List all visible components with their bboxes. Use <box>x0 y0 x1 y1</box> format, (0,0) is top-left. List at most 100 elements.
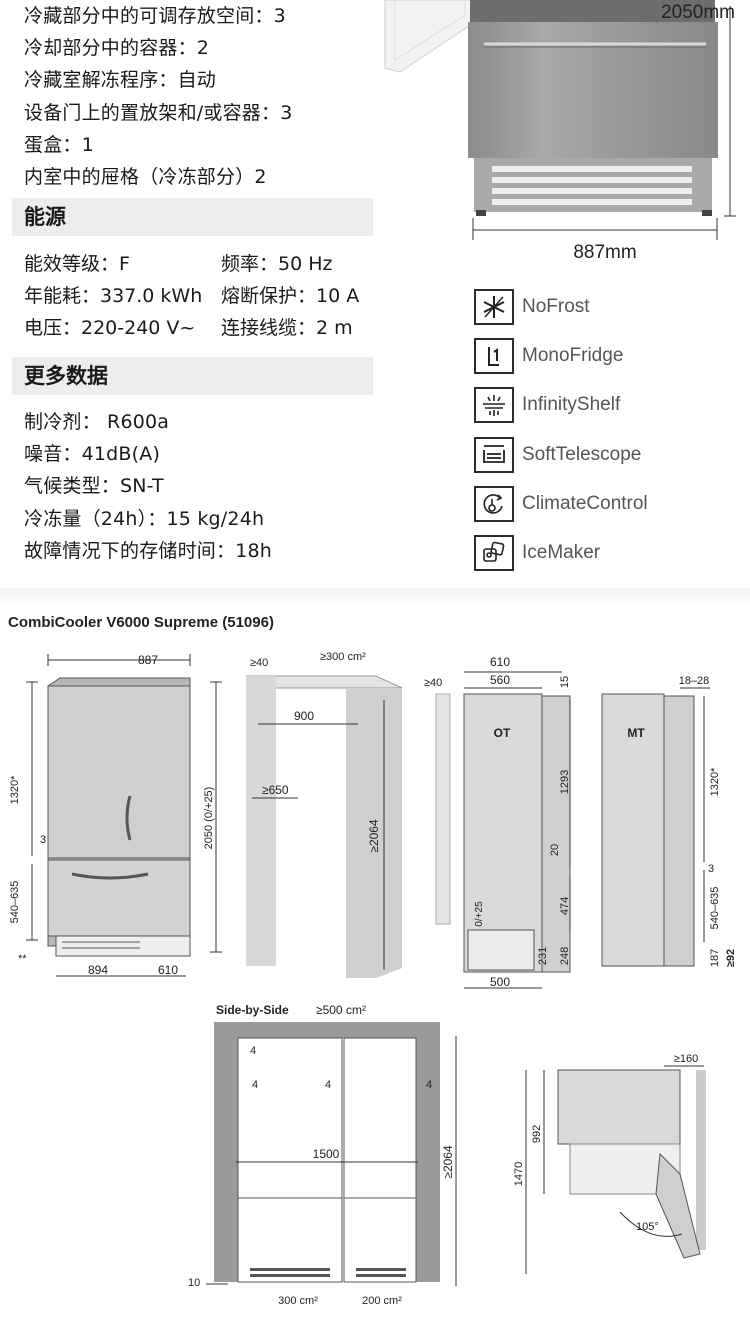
lower-drawer <box>47 859 191 937</box>
feature-item: InfinityShelf <box>474 381 648 430</box>
dim-inner-width: 560 <box>490 673 510 687</box>
dim-base-1: 187 <box>709 949 721 967</box>
dim-niche-height: ≥2064 <box>367 819 381 853</box>
energy-cell: 年能耗：337.0 kWh <box>24 285 203 307</box>
mt-label: MT <box>627 726 645 740</box>
model-title: CombiCooler V6000 Supreme (51096) <box>8 614 274 631</box>
dim-gap-left: 4 <box>252 1079 258 1091</box>
spec-item: 蛋盒：1 <box>24 133 94 156</box>
monofridge-icon <box>474 337 514 374</box>
feature-label: InfinityShelf <box>522 394 621 416</box>
dim-upper-height: 1320* <box>709 767 721 796</box>
dim-vent: ≥300 cm² <box>320 651 366 663</box>
dim-bottom-width: 500 <box>490 975 510 989</box>
dim-lower-height: 540–635 <box>709 887 721 930</box>
spec-item: 气候类型：SN-T <box>24 475 164 498</box>
product-image: 2050mm 887mm <box>384 0 736 263</box>
feature-label: ClimateControl <box>522 492 648 514</box>
energy-heading: 能源 <box>12 198 373 236</box>
snowflake-icon <box>474 288 514 325</box>
energy-cell: 频率：50 Hz <box>221 253 333 275</box>
dim-clearance: ≥160 <box>674 1053 698 1065</box>
energy-cell: 电压：220-240 V~ <box>24 317 196 339</box>
feature-label: IceMaker <box>522 542 601 564</box>
climate-icon <box>474 485 514 522</box>
dim-niche-width: 900 <box>294 709 314 723</box>
energy-row: 电压：220-240 V~ 连接线缆：2 m <box>24 312 359 344</box>
energy-spec-grid: 能效等级：F 频率：50 Hz 年能耗：337.0 kWh 熔断保护：10 A … <box>24 248 359 344</box>
dim-h5: 248 <box>559 947 571 965</box>
dim-gap-mid: 4 <box>325 1079 331 1091</box>
dim-total-height: 2050 (0/+25) <box>203 787 215 850</box>
dim-total-width: 610 <box>490 655 510 669</box>
more-data-list: 制冷剂： R600a 噪音：41dB(A) 气候类型：SN-T 冷冻量（24h）… <box>24 406 272 567</box>
width-dimension: 887mm <box>573 242 636 263</box>
feature-item: MonoFridge <box>474 331 648 380</box>
dim-left-gap: ≥40 <box>424 677 442 689</box>
sbs-title: Side-by-Side <box>216 1003 289 1017</box>
diagram-niche: ≥40 ≥300 cm² 900 ≥650 ≥2064 <box>245 651 403 978</box>
feature-label: MonoFridge <box>522 344 624 366</box>
energy-cell: 熔断保护：10 A <box>221 285 360 307</box>
dim-gap: 3 <box>708 863 714 875</box>
icemaker-icon <box>474 535 514 572</box>
dim-h4: 231 <box>537 947 549 965</box>
spec-item: 设备门上的置放架和/或容器：3 <box>24 101 293 124</box>
ot-cabinet <box>463 693 543 973</box>
feature-label: NoFrost <box>522 295 590 317</box>
spec-item: 冷藏部分中的可调存放空间：3 <box>24 5 286 27</box>
ot-label: OT <box>494 726 511 740</box>
mt-cabinet <box>601 693 665 967</box>
spec-item: 冷冻量（24h）：15 kg/24h <box>24 507 265 530</box>
energy-cell: 连接线缆：2 m <box>221 317 353 339</box>
footnote-mark: ** <box>18 953 27 965</box>
feature-item: NoFrost <box>474 282 648 331</box>
dim-total-height: 1470 <box>513 1162 525 1186</box>
dim-bottom-width: 894 <box>88 963 108 977</box>
dim-vent-top: ≥500 cm² <box>316 1003 366 1017</box>
height-dimension: 2050mm <box>661 2 735 23</box>
dim-range: 18–28 <box>679 675 710 687</box>
dim-h3: 474 <box>559 897 571 915</box>
dim-niche-depth: ≥650 <box>262 783 289 797</box>
feature-label: SoftTelescope <box>522 443 642 465</box>
diagram-front-view: 887 1320* 3 540–635 ** 2050 (0/+25) 894 … <box>9 653 222 977</box>
dim-gap-right: 4 <box>426 1079 432 1091</box>
spec-item: 冷藏室解冻程序：自动 <box>24 69 217 92</box>
energy-cell: 能效等级：F <box>24 253 130 275</box>
sbs-niche <box>214 1022 440 1282</box>
dim-vent-right: 200 cm² <box>362 1295 402 1307</box>
feature-item: ClimateControl <box>474 479 648 528</box>
upper-door <box>47 685 191 859</box>
feature-item: IceMaker <box>474 528 648 577</box>
dim-gap-top: 4 <box>250 1045 256 1057</box>
spec-item: 制冷剂： R600a <box>24 411 170 433</box>
energy-row: 能效等级：F 频率：50 Hz <box>24 248 359 280</box>
drawer-door-open <box>655 1152 701 1259</box>
diagram-side-by-side: Side-by-Side ≥500 cm² 4 4 4 4 1500 ≥2064… <box>188 1003 457 1307</box>
dim-base-2: ≥92 <box>725 949 737 967</box>
spec-list-storage: 冷藏部分中的可调存放空间：3 冷却部分中的容器：2 冷藏室解冻程序：自动 设备门… <box>24 0 293 193</box>
dim-upper-height: 1320* <box>9 775 21 804</box>
more-data-heading: 更多数据 <box>12 357 373 395</box>
feature-item: SoftTelescope <box>474 430 648 479</box>
feature-list: NoFrost MonoFridge InfinityShelf SoftTel… <box>474 282 648 578</box>
dim-h1: 1293 <box>559 770 571 794</box>
dim-bottom-depth: 610 <box>158 963 178 977</box>
diagram-drawer-open: ≥160 1470 992 105° <box>513 1053 706 1274</box>
section-divider <box>0 588 750 610</box>
dim-depth: ≥40 <box>250 657 268 669</box>
dim-angle: 105° <box>636 1221 659 1233</box>
energy-row: 年能耗：337.0 kWh 熔断保护：10 A <box>24 280 359 312</box>
shelf-light-icon <box>474 387 514 424</box>
dim-tolerance: 0/+25 <box>474 901 485 927</box>
spec-item: 内室中的屉格（冷冻部分）2 <box>24 165 267 188</box>
dim-gap: 3 <box>40 834 46 846</box>
dim-top: 15 <box>559 676 571 688</box>
diagram-side-mt: 18–28 MT 1320* 3 540–635 187 ≥92 <box>601 675 737 967</box>
dim-height: ≥2064 <box>441 1145 455 1179</box>
drawer-front <box>468 22 718 158</box>
dim-bottom: 10 <box>188 1277 200 1289</box>
dim-width: 1500 <box>313 1147 340 1161</box>
dim-drawer-height: 992 <box>531 1125 543 1143</box>
